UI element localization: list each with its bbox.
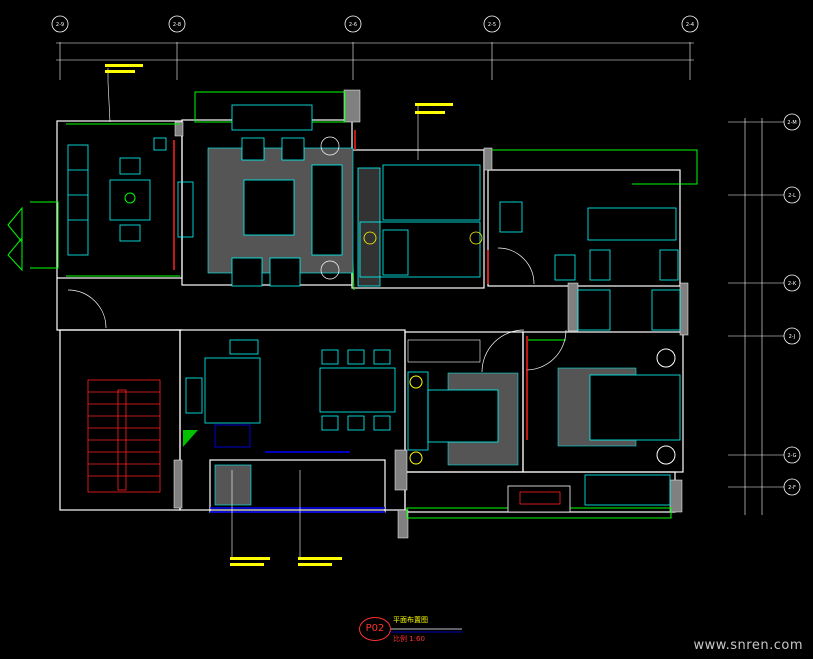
green-window-lines	[66, 91, 698, 519]
top-axis-bubbles	[51, 15, 699, 33]
lamp-icon	[469, 231, 483, 245]
axis-label-top-3: 2-6	[349, 22, 357, 28]
coffee-table	[243, 179, 295, 236]
plant-icon	[124, 192, 136, 204]
top-axis-labels: 2-9 2-8 2-6 2-5 2-4	[56, 22, 694, 28]
axis-label-right-4: 2-J	[789, 334, 796, 340]
axis-label-right-2: 2-L	[788, 193, 796, 199]
lamp-icon	[320, 136, 340, 156]
annotation-marks	[105, 64, 453, 566]
axis-label-right-3: 2-K	[788, 281, 797, 287]
bedroom-top	[357, 164, 481, 287]
watermark: www.snren.com	[693, 638, 803, 653]
bathroom	[499, 201, 681, 331]
axis-label-right-5: 2-G	[787, 453, 796, 459]
axis-label-top-5: 2-4	[686, 22, 694, 28]
axis-label-top-1: 2-9	[56, 22, 64, 28]
living-room	[207, 104, 354, 287]
axis-label-top-4: 2-5	[488, 22, 496, 28]
right-axis-labels: 2-M 2-L 2-K 2-J 2-G 2-F	[787, 120, 797, 491]
lamp-icon	[656, 348, 676, 368]
right-axis-grid	[728, 118, 785, 515]
door-swing	[497, 247, 535, 285]
door-swing	[481, 329, 525, 373]
red-door-marks	[173, 130, 528, 440]
drawing-title: 平面布置图	[393, 616, 428, 624]
top-axis-grid	[56, 42, 694, 80]
dining	[319, 349, 396, 431]
wall-columns	[173, 89, 689, 539]
lamp-icon	[320, 260, 340, 280]
axis-label-right-6: 2-F	[788, 485, 796, 491]
lamp-icon	[363, 231, 377, 245]
blue-windows	[210, 451, 385, 513]
lamp-icon	[409, 451, 423, 465]
right-axis-bubbles	[783, 113, 801, 496]
drawing-scale: 比例 1:60	[393, 635, 425, 643]
door-swing	[67, 289, 107, 329]
lamp-icon	[409, 375, 423, 389]
stair-red	[87, 379, 161, 493]
left-room-furniture	[67, 137, 194, 256]
kitchen-marker	[183, 430, 198, 447]
balcony-planter	[214, 464, 252, 506]
bedroom-3	[507, 367, 681, 513]
door-swing	[525, 329, 567, 371]
bay-window	[7, 201, 59, 272]
drawing-number-badge: P02	[359, 617, 391, 641]
axis-label-right-1: 2-M	[787, 120, 796, 126]
lamp-icon	[656, 445, 676, 465]
kitchen	[185, 339, 261, 448]
bedroom-2	[407, 339, 519, 466]
axis-label-top-2: 2-8	[173, 22, 181, 28]
